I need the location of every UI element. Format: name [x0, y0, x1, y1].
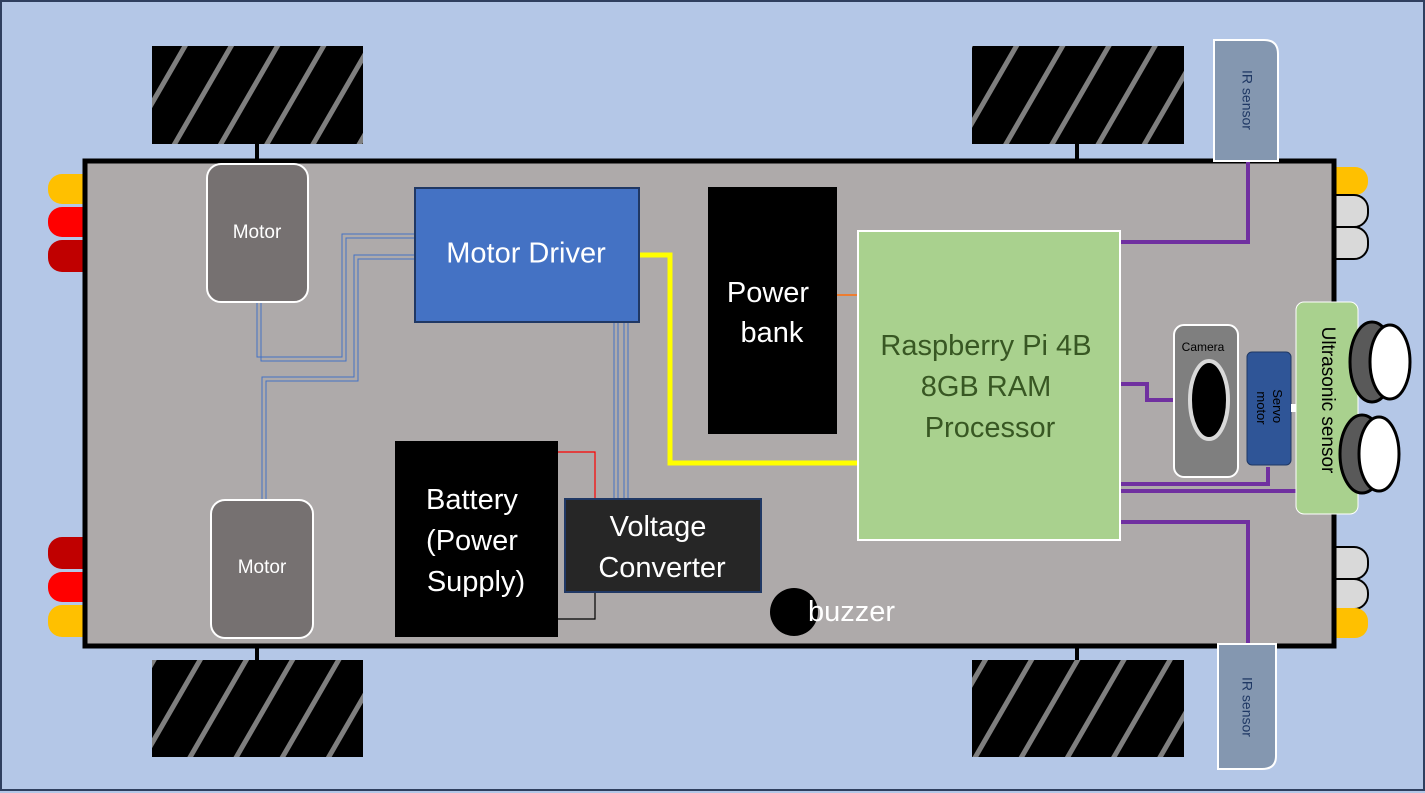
wheel-rear-left — [152, 660, 363, 757]
raspberry-pi-label-line1: Raspberry Pi 4B — [880, 330, 1091, 362]
svg-text:Voltage Converter: Voltage Converter — [598, 511, 726, 584]
power-wire — [639, 252, 858, 466]
motor-wires — [256, 233, 629, 502]
camera-label: Camera — [1182, 340, 1225, 354]
voltage-converter-label-line1: Voltage — [610, 511, 707, 543]
motor-top: Motor — [206, 163, 309, 303]
camera-lens-icon — [1188, 359, 1230, 441]
wheel-rear-right — [972, 660, 1184, 757]
motor-driver-label: Motor Driver — [446, 238, 606, 270]
servo-shaft — [1291, 404, 1297, 412]
wheel-front-right — [972, 46, 1184, 144]
motor-bottom: Motor — [210, 499, 314, 639]
ultrasonic-sensor: Ultrasonic sensor — [1295, 301, 1412, 515]
power-bank: Power bank — [708, 187, 837, 434]
motor-bottom-label: Motor — [238, 557, 287, 578]
motor-top-label: Motor — [233, 222, 282, 243]
raspberry-pi-label-line3: Processor — [925, 412, 1056, 444]
battery: Battery (Power Supply) — [395, 441, 558, 637]
raspberry-pi-label-line2: 8GB RAM — [921, 371, 1052, 403]
battery-label-line3: Supply) — [427, 566, 525, 598]
servo-motor: Servo motor — [1246, 351, 1292, 466]
servo-label-line1: Servo — [1270, 389, 1285, 423]
battery-red-wire — [547, 451, 596, 499]
voltage-converter-label-line2: Converter — [598, 552, 726, 584]
ultrasonic-sensor-label: Ultrasonic sensor — [1317, 327, 1338, 474]
signal-wires — [1120, 162, 1298, 644]
raspberry-pi: Raspberry Pi 4B 8GB RAM Processor — [857, 230, 1121, 541]
ir-sensor-bottom-label: IR sensor — [1239, 677, 1255, 737]
buzzer: buzzer — [770, 588, 895, 636]
ir-sensor-top-label: IR sensor — [1239, 70, 1255, 130]
svg-text:Raspberry Pi 4B 8GB RAM: Raspberry Pi 4B 8GB RAM Processor — [880, 330, 1099, 444]
motor-driver: Motor Driver — [414, 187, 640, 323]
servo-label-line2: motor — [1254, 391, 1269, 425]
battery-black-wire — [558, 592, 596, 620]
ir-sensor-bottom: IR sensor — [1217, 643, 1277, 770]
buzzer-label: buzzer — [808, 596, 895, 628]
camera: Camera — [1173, 324, 1239, 478]
svg-text:Servo motor: Servo motor — [1254, 389, 1285, 427]
power-bank-label-line1: Power — [727, 277, 810, 309]
ir-sensor-top: IR sensor — [1213, 39, 1279, 162]
svg-text:Power bank: Power bank — [727, 277, 817, 349]
battery-label-line1: Battery — [426, 484, 518, 516]
ultrasonic-transducer-top-icon — [1348, 320, 1412, 404]
battery-label-line2: (Power — [426, 525, 518, 557]
power-bank-label-line2: bank — [741, 317, 804, 349]
wheels — [152, 46, 1184, 757]
ultrasonic-transducer-bottom-icon — [1338, 413, 1401, 495]
svg-text:Battery (Power Sup: Battery (Power Supply) — [426, 484, 526, 598]
wheel-front-left — [152, 46, 363, 144]
voltage-converter: Voltage Converter — [564, 498, 762, 593]
